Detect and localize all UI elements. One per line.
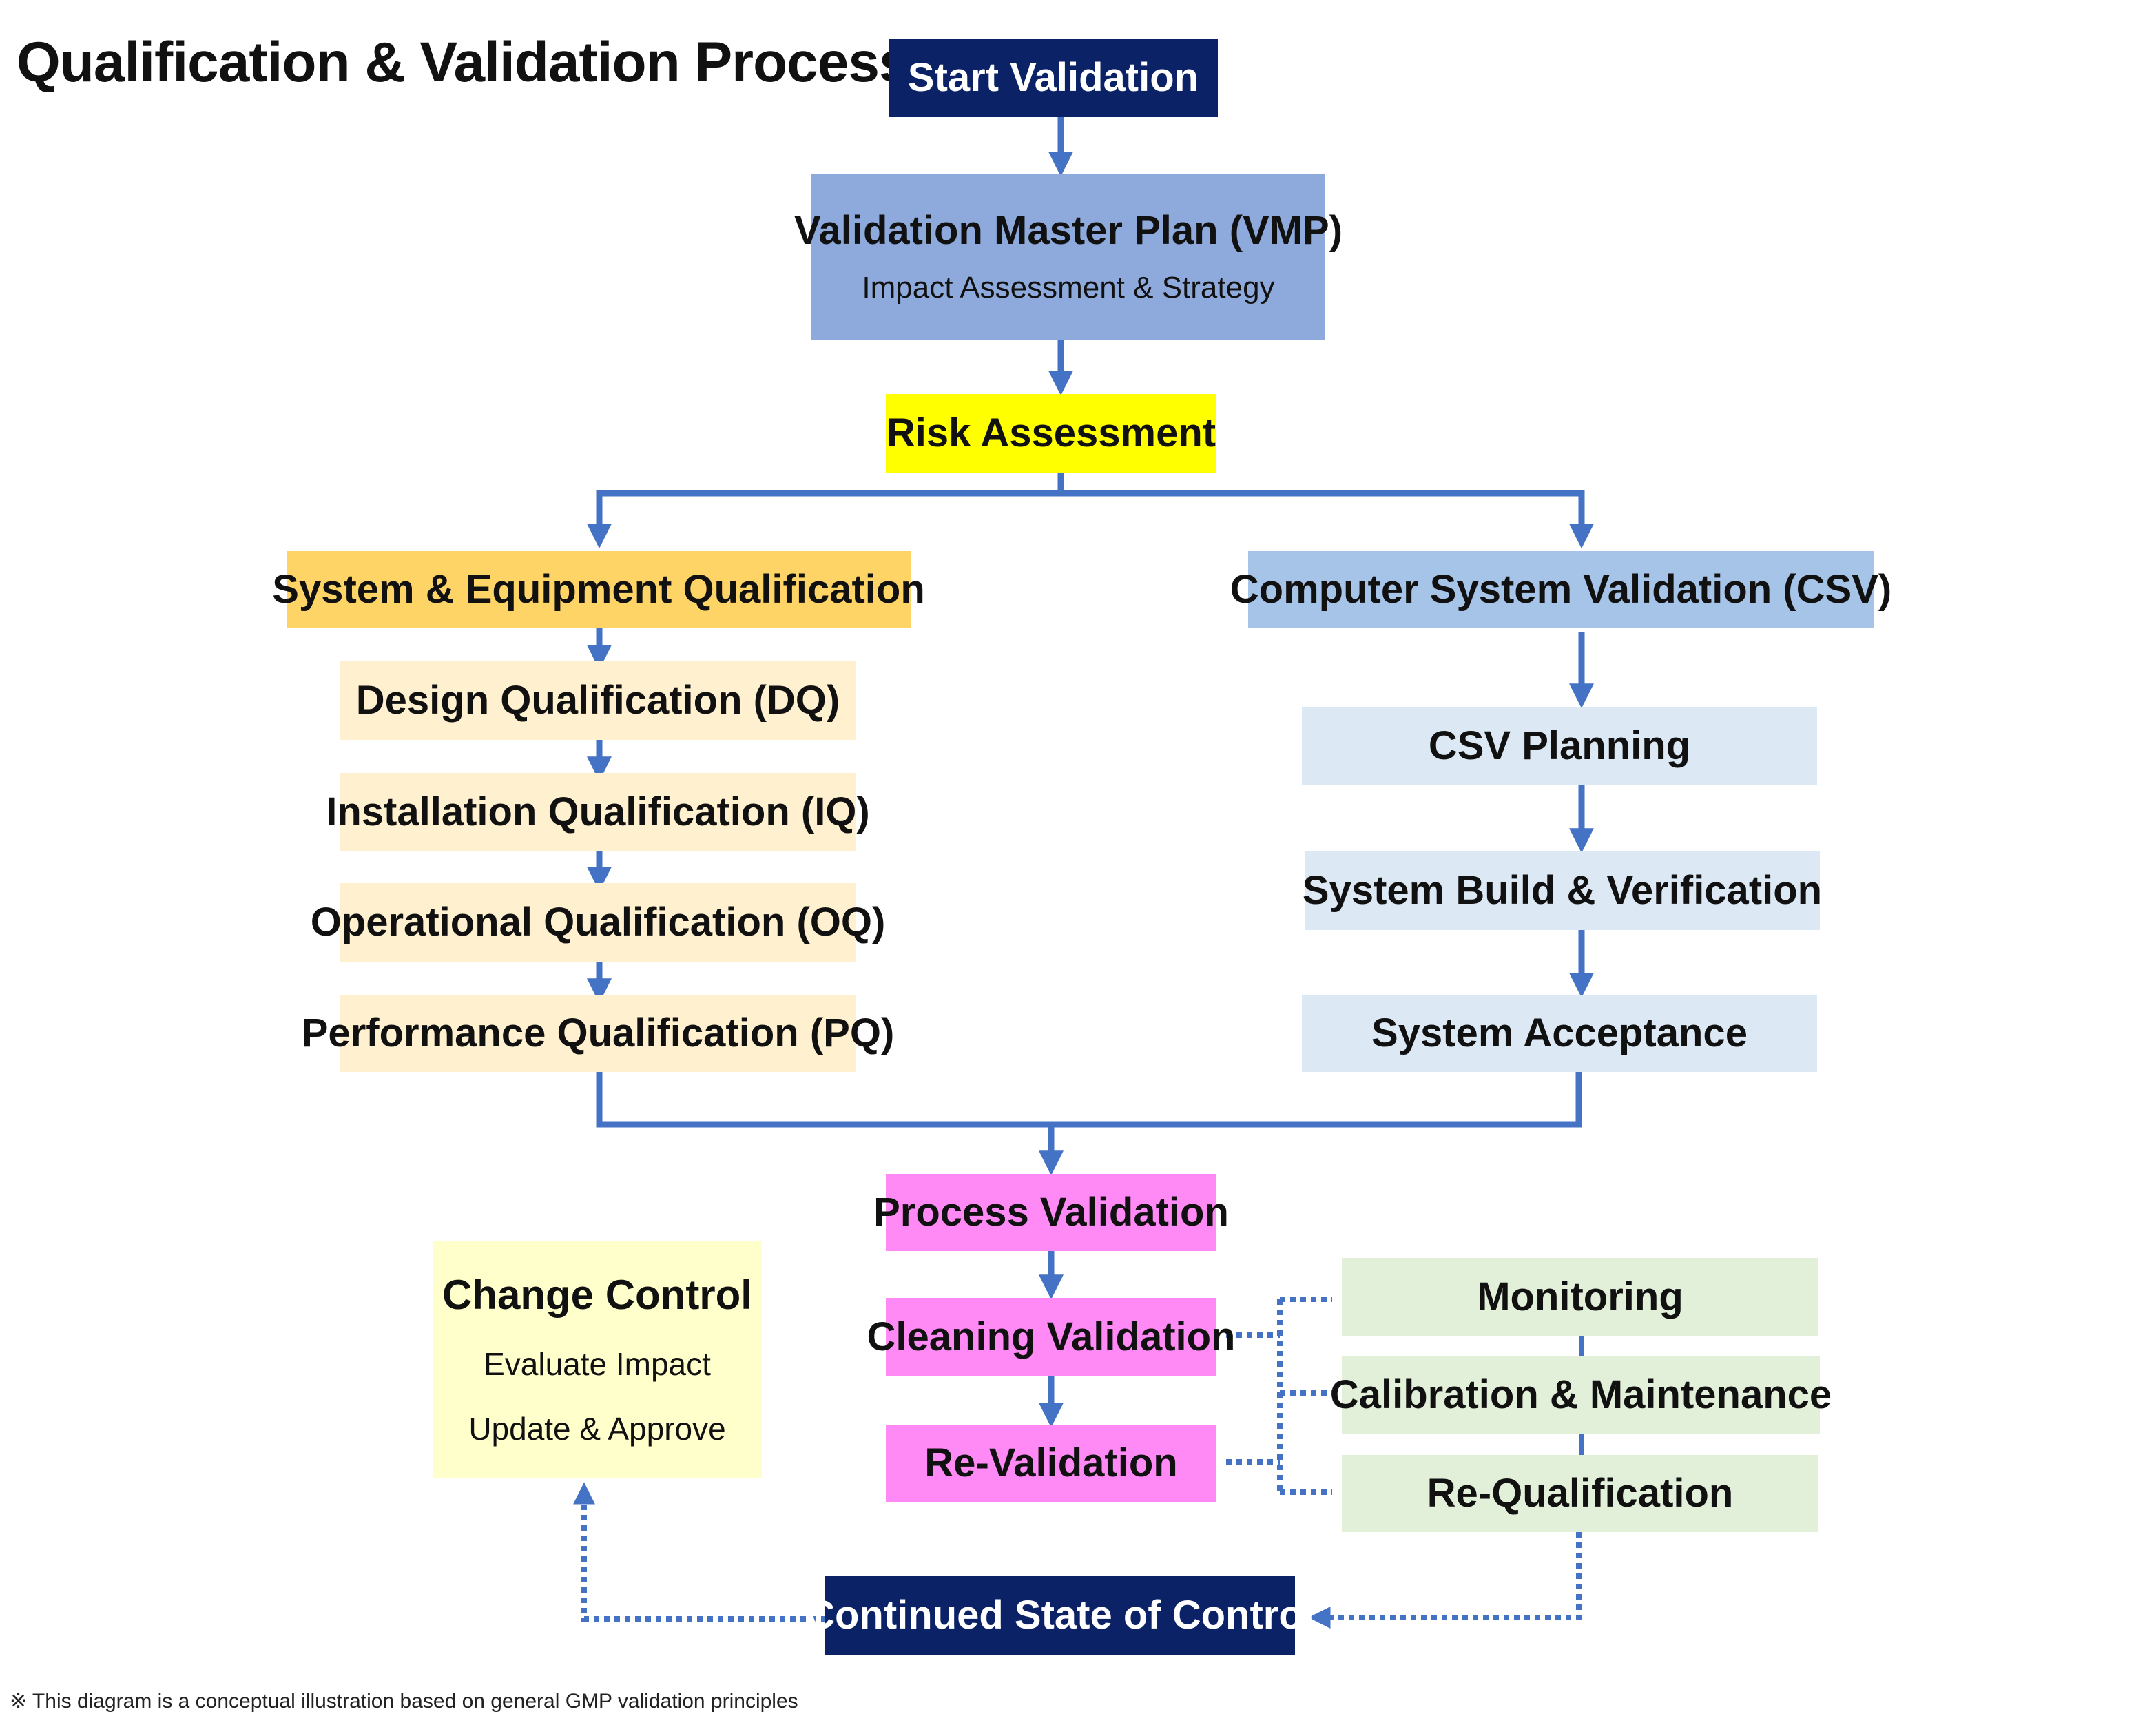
system-acceptance-label: System Acceptance: [1371, 1011, 1748, 1056]
csv-planning-label: CSV Planning: [1428, 723, 1691, 769]
system-build-label: System Build & Verification: [1302, 868, 1823, 913]
pq-label: Performance Qualification (PQ): [301, 1011, 895, 1056]
system-acceptance-box: System Acceptance: [1302, 995, 1817, 1072]
dotted-continued-to-change-control: [573, 1482, 827, 1622]
monitoring-label: Monitoring: [1477, 1274, 1683, 1320]
risk-assessment-box: Risk Assessment: [886, 394, 1216, 473]
cleaning-validation-box: Cleaning Validation: [867, 1298, 1236, 1376]
cleaning-validation-label: Cleaning Validation: [867, 1314, 1236, 1360]
vmp-title: Validation Master Plan (VMP): [794, 208, 1343, 254]
equipment-qualification-label: System & Equipment Qualification: [272, 567, 925, 612]
continued-state-label: Continued State of Control: [806, 1593, 1314, 1638]
page-title: Qualification & Validation Process: [17, 31, 911, 94]
dq-box: Design Qualification (DQ): [340, 661, 856, 740]
dotted-requalification-to-continued: [1308, 1532, 1582, 1629]
calibration-maintenance-label: Calibration & Maintenance: [1329, 1372, 1832, 1418]
pq-box: Performance Qualification (PQ): [302, 995, 894, 1072]
monitoring-box: Monitoring: [1342, 1258, 1818, 1336]
csv-header: Computer System Validation (CSV): [1230, 551, 1891, 628]
oq-label: Operational Qualification (OQ): [310, 900, 886, 945]
csv-header-label: Computer System Validation (CSV): [1230, 567, 1892, 612]
re-qualification-box: Re-Qualification: [1342, 1455, 1818, 1532]
change-control-title: Change Control: [442, 1272, 752, 1318]
vmp-box: Validation Master Plan (VMP) Impact Asse…: [794, 174, 1343, 340]
csv-planning-box: CSV Planning: [1302, 707, 1817, 785]
oq-box: Operational Qualification (OQ): [311, 883, 885, 962]
dq-label: Design Qualification (DQ): [355, 678, 840, 723]
split-line-right: [1061, 490, 1594, 549]
change-control-update: Update & Approve: [468, 1411, 726, 1447]
calibration-maintenance-box: Calibration & Maintenance: [1330, 1356, 1832, 1434]
process-validation-label: Process Validation: [873, 1190, 1229, 1235]
iq-box: Installation Qualification (IQ): [326, 773, 870, 851]
start-validation-box: Start Validation: [889, 39, 1218, 117]
re-qualification-label: Re-Qualification: [1427, 1471, 1734, 1516]
footnote: ※ This diagram is a conceptual illustrat…: [10, 1690, 798, 1713]
continued-state-box: Continued State of Control: [806, 1576, 1314, 1655]
re-validation-box: Re-Validation: [886, 1425, 1216, 1502]
risk-assessment-label: Risk Assessment: [886, 411, 1216, 456]
vmp-subtitle: Impact Assessment & Strategy: [862, 270, 1275, 304]
re-validation-label: Re-Validation: [924, 1440, 1178, 1486]
equipment-qualification-header: System & Equipment Qualification: [272, 551, 925, 628]
change-control-evaluate: Evaluate Impact: [484, 1346, 711, 1382]
system-build-box: System Build & Verification: [1302, 851, 1823, 930]
process-validation-box: Process Validation: [873, 1174, 1229, 1251]
split-line: [587, 473, 1064, 549]
merge-line: [596, 1072, 1582, 1128]
iq-label: Installation Qualification (IQ): [326, 789, 870, 835]
change-control-box: Change Control Evaluate Impact Update & …: [433, 1241, 762, 1478]
start-validation-label: Start Validation: [907, 55, 1199, 101]
